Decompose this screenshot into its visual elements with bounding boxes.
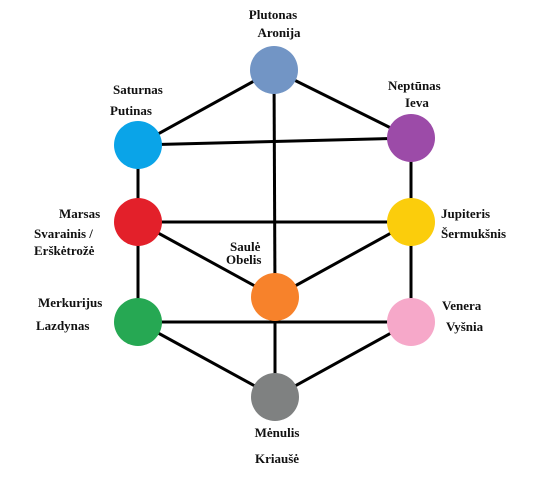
tree-label-sermuksnis: Šermukšnis (441, 226, 506, 241)
node-merkurijus (114, 298, 162, 346)
planet-label-venera: Venera (442, 298, 482, 313)
edge-marsas-saule (137, 220, 276, 299)
node-neptunas (387, 114, 435, 162)
tree-label-kriause: Kriaušė (255, 451, 299, 466)
planet-label-neptunas: Neptūnas (388, 78, 441, 93)
tree-label-erskétroze: Erškėtrožė (34, 243, 95, 258)
planet-label-jupiteris: Jupiteris (441, 206, 490, 221)
planet-label-saule: Saulė (230, 239, 261, 254)
node-venera (387, 298, 435, 346)
tree-label-putinas: Putinas (110, 103, 152, 118)
edge-saturnas-neptunas (137, 136, 412, 147)
tree-label-vysnia: Vyšnia (446, 319, 484, 334)
planet-label-marsas: Marsas (59, 206, 100, 221)
edge-plutonas-saturnas (137, 68, 275, 147)
edge-merkurijus-menulis (137, 320, 276, 399)
node-saule (251, 273, 299, 321)
planet-label-merkurijus: Merkurijus (38, 295, 102, 310)
connection-lines (136, 68, 413, 399)
node-menulis (251, 373, 299, 421)
edge-venera-menulis (274, 320, 412, 399)
tree-label-ieva: Ieva (405, 95, 429, 110)
node-plutonas (250, 46, 298, 94)
node-saturnas (114, 121, 162, 169)
node-marsas (114, 198, 162, 246)
edge-jupiteris-saule (274, 220, 412, 299)
tree-label-aronija: Aronija (257, 25, 301, 40)
tree-label-svarainis: Svarainis / (34, 226, 93, 241)
planet-label-menulis: Mėnulis (255, 425, 300, 440)
tree-label-obelis: Obelis (226, 252, 261, 267)
edge-plutonas-saule (272, 69, 277, 298)
planet-label-saturnas: Saturnas (113, 82, 163, 97)
planet-nodes (114, 46, 435, 421)
node-jupiteris (387, 198, 435, 246)
edge-plutonas-neptunas (273, 68, 412, 140)
tree-label-lazdynas: Lazdynas (36, 318, 89, 333)
planet-label-plutonas: Plutonas (249, 7, 297, 22)
